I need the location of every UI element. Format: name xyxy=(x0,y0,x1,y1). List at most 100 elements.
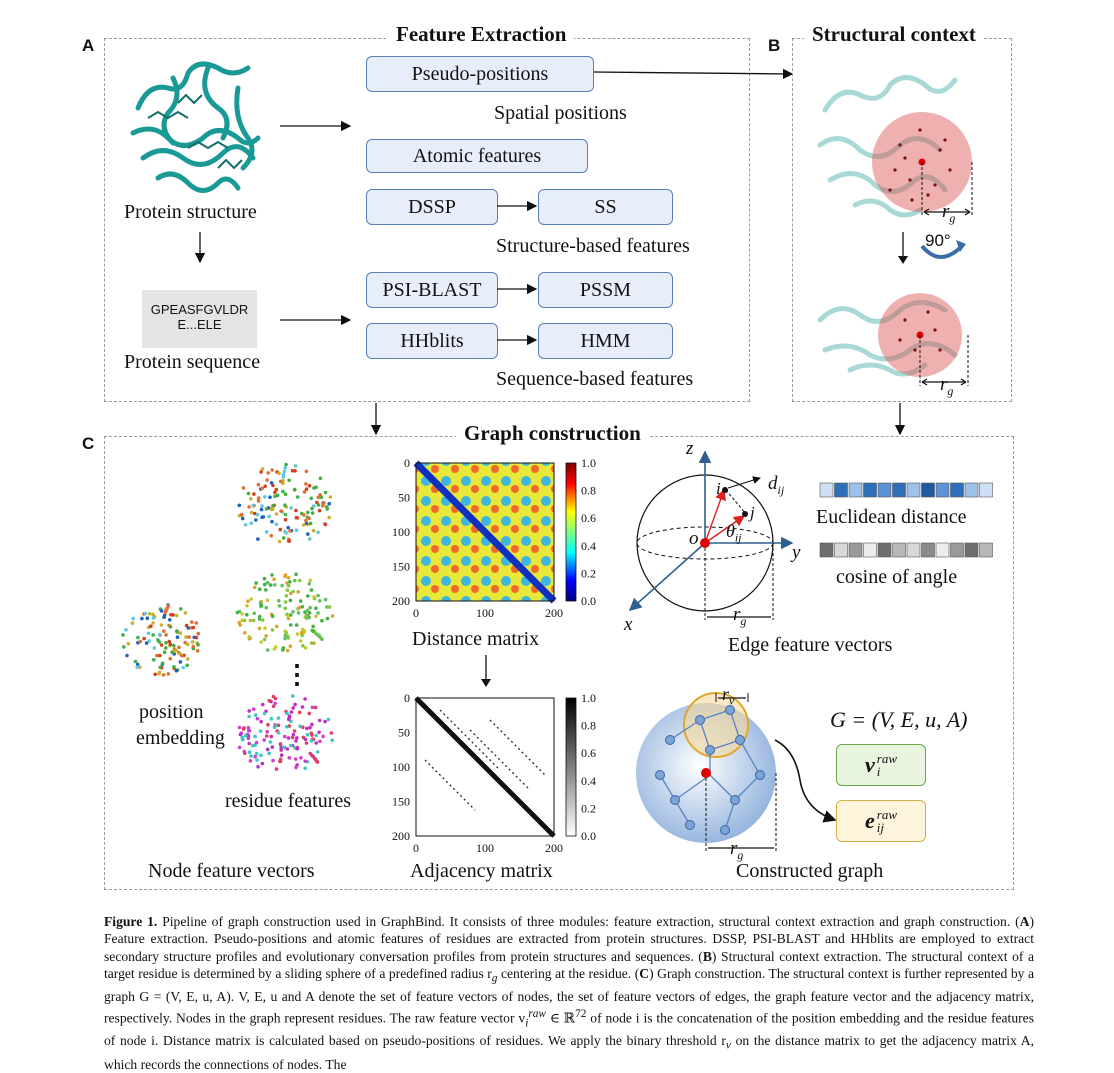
scatter-point xyxy=(317,730,321,735)
scatter-point xyxy=(288,598,293,603)
scatter-point xyxy=(260,761,265,766)
scatter-point xyxy=(330,738,334,742)
scatter-point xyxy=(283,734,287,739)
atomic-features-box: Atomic features xyxy=(366,139,588,173)
node-feature-vectors-label: Node feature vectors xyxy=(148,860,315,882)
scatter-point xyxy=(243,733,248,738)
rg-sphere-label: rg xyxy=(733,604,746,629)
scatter-point xyxy=(248,618,253,623)
adjacency-matrix-xtick: 0 xyxy=(413,841,419,855)
scatter-point xyxy=(164,609,168,613)
scatter-point xyxy=(277,471,281,475)
scatter-point xyxy=(305,733,310,737)
scatter-point xyxy=(301,523,306,527)
structural-context-image xyxy=(817,75,973,386)
cosbar-cell xyxy=(979,542,993,558)
scatter-point xyxy=(237,745,242,750)
scatter-point xyxy=(275,493,280,498)
protein-sequence-label: Protein sequence xyxy=(124,351,261,373)
scatter-point xyxy=(286,614,290,619)
scatter-point xyxy=(238,732,243,737)
scatter-point xyxy=(283,492,288,496)
scatter-point xyxy=(263,626,267,630)
scatter-point xyxy=(158,665,162,670)
scatter-point xyxy=(310,511,315,515)
dssp-box: DSSP xyxy=(366,189,498,225)
scatter-point xyxy=(265,648,270,652)
scatter-point xyxy=(273,645,278,649)
scatter-point xyxy=(251,618,256,623)
scatter-point xyxy=(312,504,316,508)
scatter-point xyxy=(246,736,251,741)
adjacency-matrix-colorbar-tick: 0.8 xyxy=(581,719,596,733)
distance-matrix-colorbar-tick: 0.4 xyxy=(581,539,596,553)
scatter-point xyxy=(283,503,287,507)
scatter-point xyxy=(264,530,269,534)
scatter-point xyxy=(290,694,295,698)
scatter-point xyxy=(317,508,322,513)
scatter-point xyxy=(246,491,251,496)
scatter-point xyxy=(320,637,324,641)
scatter-point xyxy=(249,521,254,525)
eucbar-cell xyxy=(819,482,834,498)
rv-label: rv xyxy=(722,684,734,709)
scatter-point xyxy=(314,741,318,745)
scatter-point xyxy=(194,621,199,625)
cosine-angle-bar xyxy=(819,542,993,558)
scatter-point xyxy=(283,573,288,577)
scatter-point xyxy=(325,507,330,511)
scatter-point xyxy=(295,746,300,751)
scatter-point xyxy=(304,482,308,486)
scatter-point xyxy=(281,648,285,652)
position-embedding-label-1: position xyxy=(139,701,204,723)
scatter-point xyxy=(264,507,269,511)
scatter-point xyxy=(283,636,287,641)
scatter-point xyxy=(298,599,303,603)
scatter-point xyxy=(264,605,268,610)
psi-blast-box: PSI-BLAST xyxy=(366,272,498,308)
feature-extraction-title: Feature Extraction xyxy=(388,22,575,47)
scatter-point xyxy=(237,503,242,508)
scatter-point xyxy=(160,661,165,666)
pssm-box: PSSM xyxy=(538,272,673,308)
eucbar-cell xyxy=(921,482,935,498)
scatter-point xyxy=(249,510,254,515)
scatter-point xyxy=(272,583,277,587)
scatter-point xyxy=(133,659,138,664)
scatter-point xyxy=(307,582,312,586)
caption-text-3: ) Structural context extraction. The str… xyxy=(104,948,1035,982)
scatter-point xyxy=(283,517,288,522)
scatter-point xyxy=(185,663,189,668)
scatter-point xyxy=(298,639,303,643)
scatter-point xyxy=(240,516,245,521)
scatter-point xyxy=(262,576,267,581)
distance-matrix-xtick: 0 xyxy=(413,606,419,620)
theta-symbol: θ xyxy=(726,521,735,541)
scatter-point xyxy=(285,581,289,585)
scatter-point xyxy=(159,623,164,627)
scatter-point xyxy=(279,753,284,757)
scatter-point xyxy=(253,713,258,717)
scatter-point xyxy=(311,624,315,629)
scatter-point xyxy=(291,732,296,737)
scatter-point xyxy=(302,513,306,517)
scatter-point xyxy=(310,722,314,727)
scatter-point xyxy=(282,745,286,750)
e-raw-symbol: e xyxy=(865,808,875,833)
scatter-point xyxy=(303,759,307,763)
scatter-point xyxy=(178,631,183,635)
scatter-point xyxy=(172,643,176,648)
scatter-point xyxy=(288,644,293,648)
scatter-point xyxy=(158,653,162,658)
caption-sub-v: v xyxy=(725,1040,731,1053)
scatter-point xyxy=(255,758,259,762)
eucbar-cell xyxy=(892,482,906,498)
scatter-point xyxy=(297,605,301,610)
scatter-point xyxy=(253,734,257,739)
scatter-point xyxy=(293,578,297,583)
scatter-point xyxy=(164,633,168,637)
scatter-point xyxy=(191,625,196,630)
rv-sub: v xyxy=(729,693,735,708)
scatter-point xyxy=(316,593,320,598)
scatter-point xyxy=(162,629,166,633)
